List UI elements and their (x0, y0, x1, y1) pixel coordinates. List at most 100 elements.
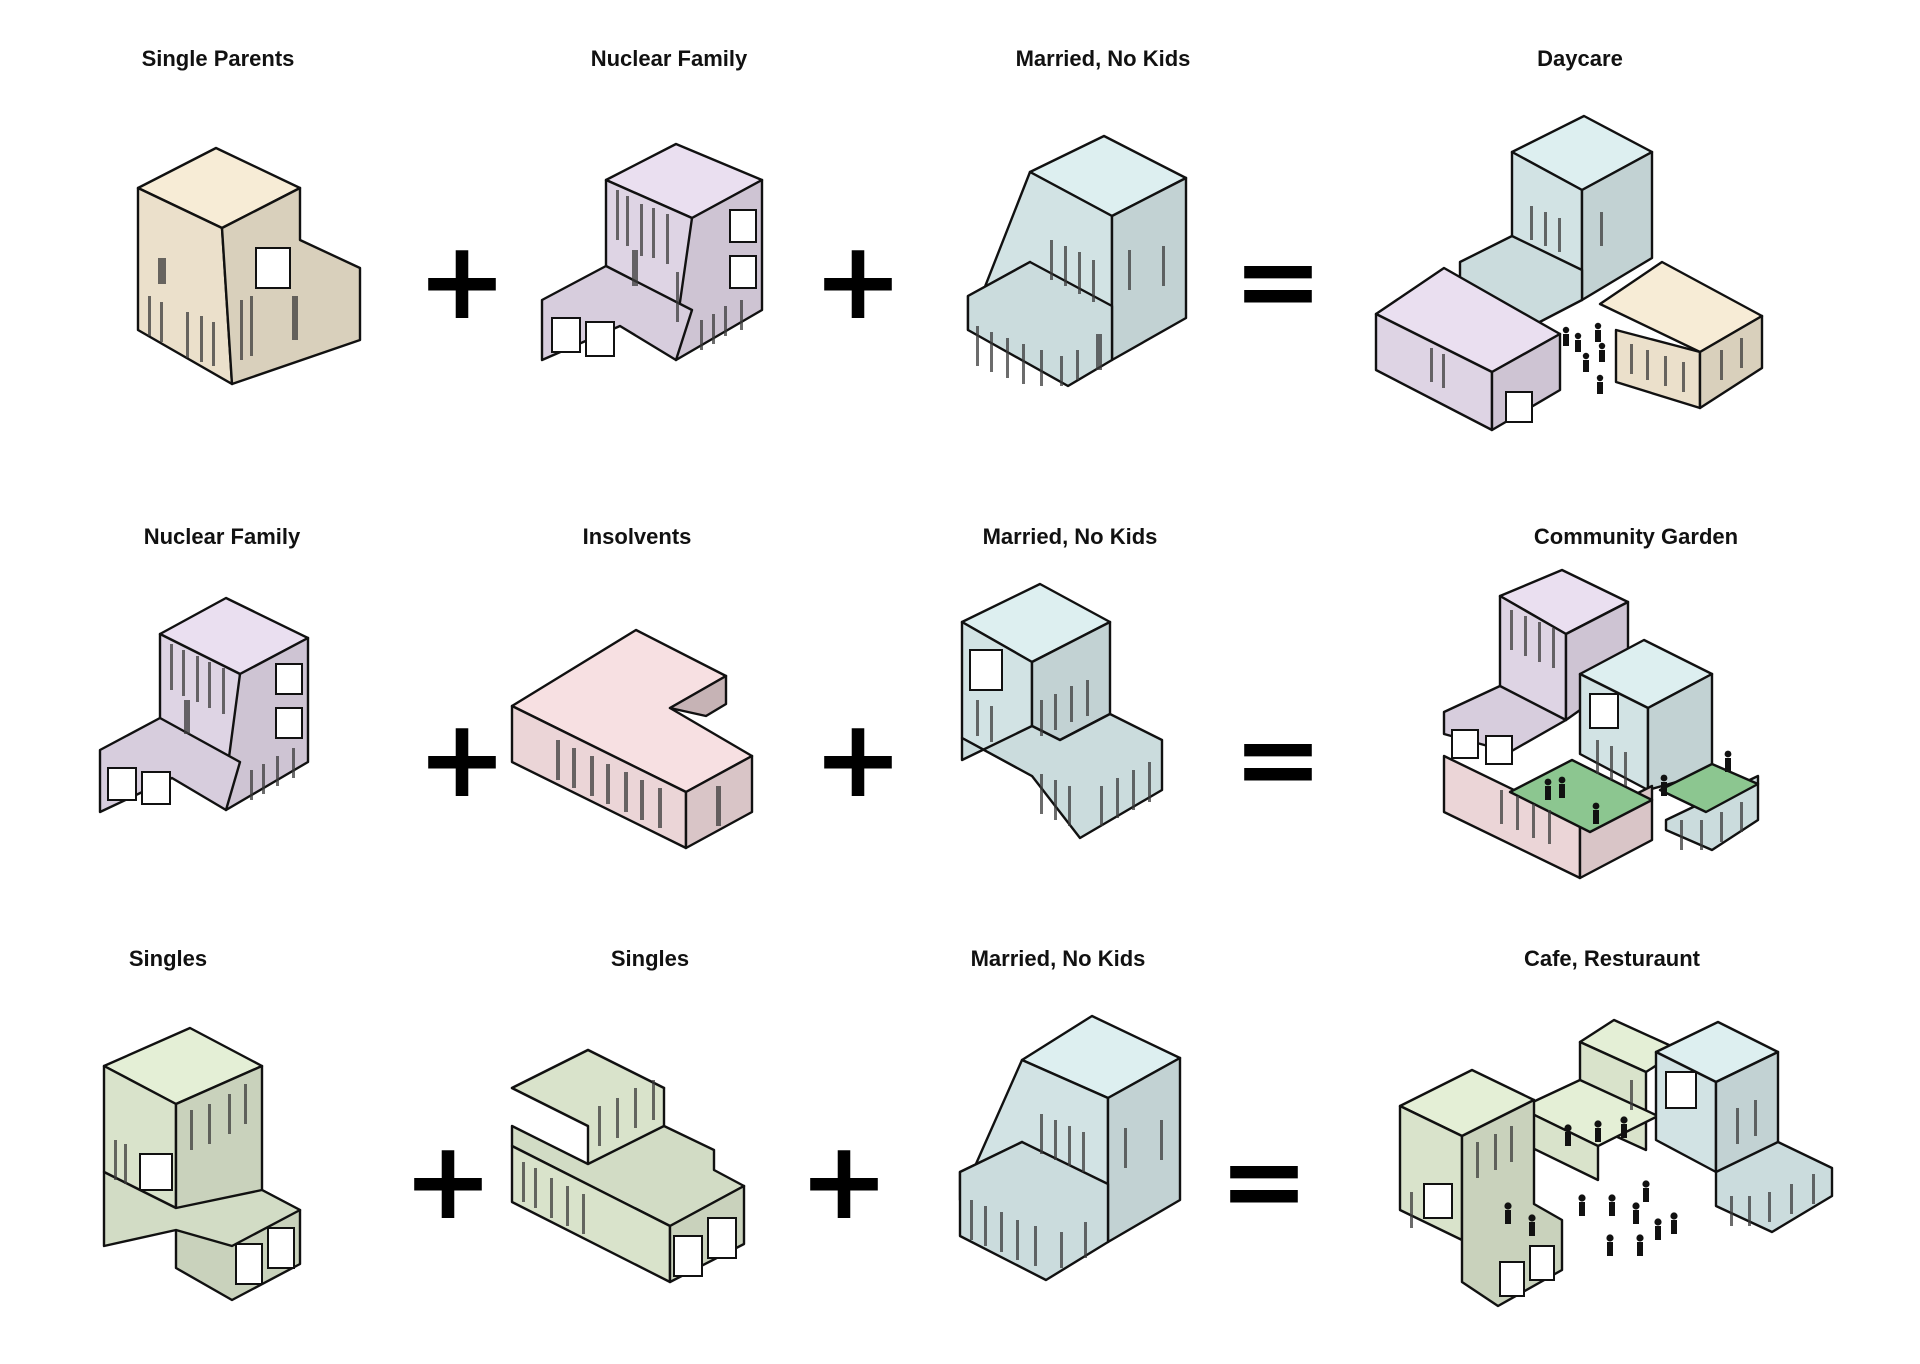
facade-slit (1630, 1080, 1633, 1110)
facade-slit (196, 656, 199, 702)
facade-slit (1040, 700, 1043, 736)
facade-slit (292, 296, 298, 340)
facade-slit (724, 306, 727, 336)
facade-slit (1064, 246, 1067, 286)
facade-slit (1768, 1192, 1771, 1222)
plus-operator: + (417, 219, 508, 344)
facade-slit (1054, 780, 1057, 820)
facade-slit (1754, 1100, 1757, 1136)
facade-slit (976, 700, 979, 736)
facade-slit (1100, 786, 1103, 826)
row-2-result-label: Community Garden (1534, 524, 1738, 549)
person-figure (1654, 1218, 1662, 1226)
window-void (235, 1243, 263, 1285)
facade-slit (1128, 250, 1131, 290)
facade-slit (976, 326, 979, 366)
person-figure (1609, 1202, 1615, 1216)
facade-slit (550, 1178, 553, 1218)
building-face (102, 1170, 302, 1248)
row-1-result-label: Daycare (1537, 46, 1623, 71)
window-void (729, 255, 757, 289)
facade-slits (522, 1080, 655, 1234)
facade-slit (1082, 1132, 1085, 1172)
facade-slit (566, 1186, 569, 1226)
facade-slit (990, 706, 993, 742)
facade-slit (1500, 790, 1503, 824)
facade-slit (1730, 1196, 1733, 1226)
facade-slit (606, 764, 610, 804)
facade-slit (1530, 206, 1533, 240)
facade-slit (522, 1162, 525, 1202)
row-3-label-2: Singles (611, 946, 689, 971)
facade-slit (184, 700, 190, 734)
row-2-label-2: Insolvents (583, 524, 692, 549)
facade-slit (222, 668, 225, 714)
nuclear-family-unit (98, 596, 310, 814)
window-void (107, 767, 137, 801)
person-figure (1529, 1222, 1535, 1236)
plus-operator: + (813, 697, 904, 822)
window-void (1485, 735, 1513, 765)
facade-slit (1092, 260, 1095, 302)
person-figure (1505, 1210, 1511, 1224)
person-figure (1670, 1212, 1678, 1220)
row-1-label-3: Married, No Kids (1016, 46, 1191, 71)
person-figure (1565, 1132, 1571, 1146)
facade-slit (170, 644, 173, 690)
singles-unit (510, 1048, 746, 1284)
facade-slit (1148, 762, 1151, 802)
facade-slit (1664, 356, 1667, 386)
facade-slit (640, 780, 644, 820)
facade-slit (1510, 1126, 1513, 1162)
window-void (673, 1235, 703, 1277)
facade-slit (1132, 770, 1135, 810)
building-face (958, 1140, 1110, 1282)
facade-slit (1630, 344, 1633, 374)
window-void (1505, 391, 1533, 423)
building-face (1658, 762, 1760, 814)
person-figure (1671, 1220, 1677, 1234)
person-figure (1544, 778, 1552, 786)
facade-slit (1050, 240, 1053, 280)
facade-slit (1016, 1220, 1019, 1260)
person-figure (1632, 1202, 1640, 1210)
person-figure (1583, 360, 1589, 372)
people-figures (1562, 322, 1606, 394)
facade-slit (1646, 350, 1649, 380)
facade-slit (190, 1110, 193, 1150)
facade-slit (1558, 218, 1561, 252)
person-figure (1661, 782, 1667, 796)
facade-slit (534, 1168, 537, 1208)
facade-slit (1812, 1174, 1815, 1204)
person-figure (1636, 1234, 1644, 1242)
facade-slit (1040, 774, 1043, 814)
facade-slit (740, 300, 743, 330)
facade-slits (1410, 1080, 1815, 1228)
person-figure (1642, 1180, 1650, 1188)
facade-slit (1532, 804, 1535, 838)
facade-slit (1680, 820, 1683, 850)
facade-slit (652, 208, 655, 258)
facade-slits (170, 644, 295, 800)
facade-slit (276, 756, 279, 786)
row-1-label-2: Nuclear Family (591, 46, 748, 71)
person-figure (1592, 802, 1600, 810)
equals-operator: = (1233, 219, 1324, 344)
facade-slit (616, 1098, 619, 1138)
person-figure (1599, 350, 1605, 362)
facade-slit (208, 662, 211, 708)
facade-slits (114, 1084, 247, 1184)
facade-slit (1700, 820, 1703, 850)
facade-slits (976, 240, 1165, 386)
facade-slit (158, 258, 166, 284)
facade-slit (658, 788, 662, 828)
facade-slit (640, 204, 643, 256)
person-figure (1595, 330, 1601, 342)
person-figure (1575, 340, 1581, 352)
person-figure (1620, 1116, 1628, 1124)
window-void (275, 663, 303, 695)
facade-slit (984, 1206, 987, 1246)
window-void (267, 1227, 295, 1269)
facade-slit (634, 1088, 637, 1128)
person-figure (1593, 810, 1599, 824)
